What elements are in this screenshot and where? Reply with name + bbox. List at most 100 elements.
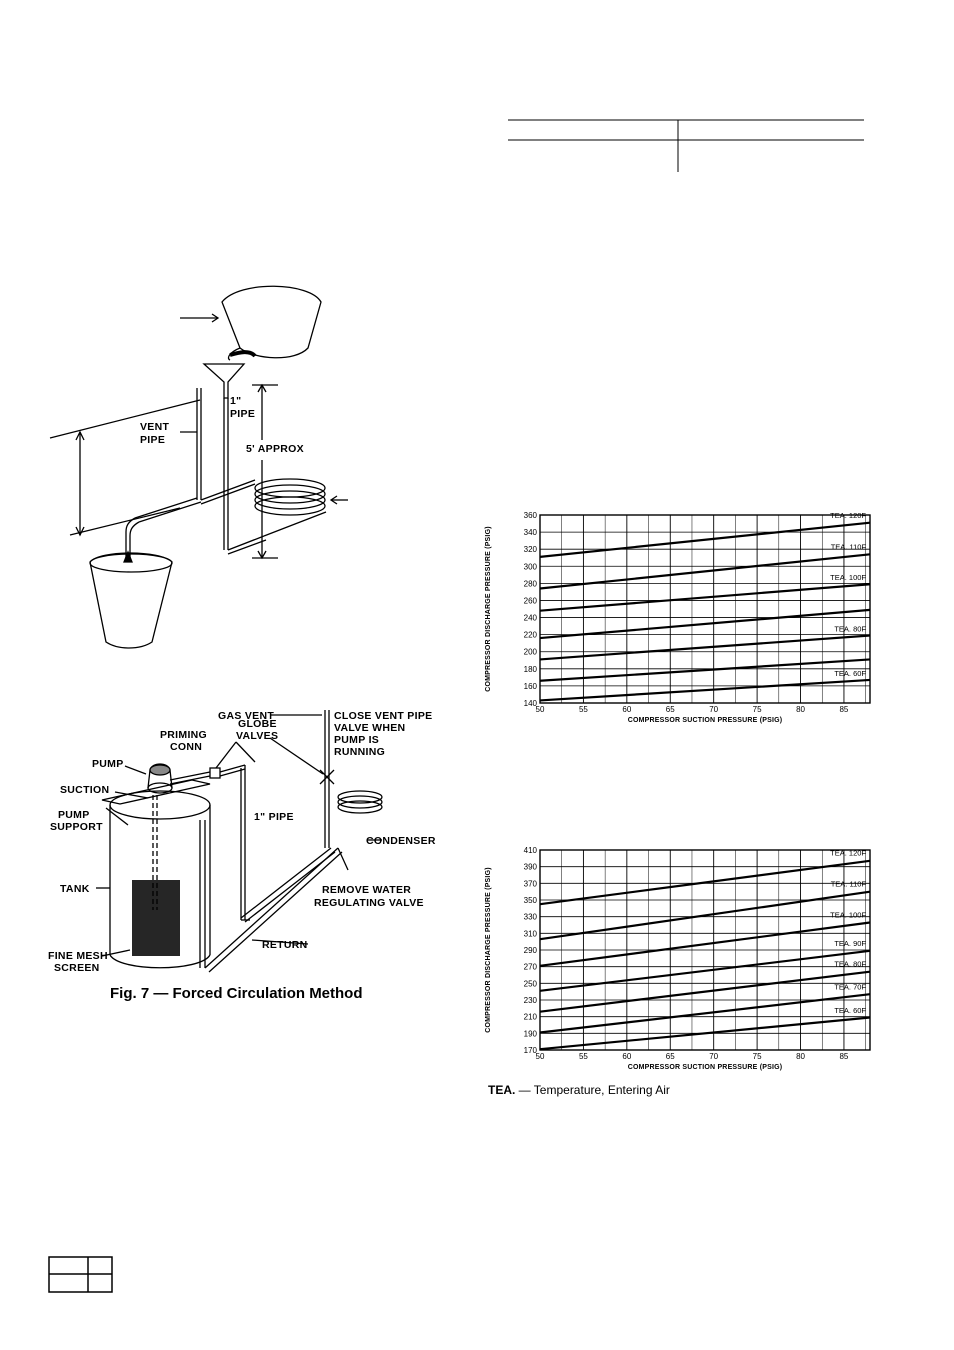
discharge-pressure-chart-2: 1701902102302502702903103303503703904105… <box>485 846 871 1071</box>
y-tick-label: 270 <box>524 963 538 972</box>
x-tick-label: 65 <box>666 705 675 714</box>
pump-label: PUMP <box>92 758 124 770</box>
y-tick-label: 310 <box>524 929 538 938</box>
series-line <box>539 658 871 682</box>
catch-bucket <box>89 552 173 649</box>
header-table <box>508 119 864 172</box>
y-tick-label: 280 <box>524 579 538 588</box>
series-line <box>539 678 871 702</box>
x-tick-label: 55 <box>579 705 588 714</box>
tea-legend-note: TEA. — Temperature, Entering Air <box>488 1083 670 1097</box>
return-label: RETURN <box>262 939 308 951</box>
y-tick-label: 410 <box>524 846 538 855</box>
series-line <box>539 921 871 967</box>
x-tick-label: 75 <box>753 1052 762 1061</box>
y-tick-label: 170 <box>524 1046 538 1055</box>
plot-frame <box>539 514 871 704</box>
fine-mesh-label-line2: SCREEN <box>54 962 100 974</box>
priming-conn-label-line2: CONN <box>170 741 202 753</box>
tank-label: TANK <box>60 883 90 895</box>
y-tick-label: 260 <box>524 596 538 605</box>
series-line <box>539 970 871 1013</box>
series-line <box>539 608 871 640</box>
series-line <box>539 890 871 941</box>
series-label: TEA. 60F <box>834 669 866 678</box>
five-ft-label: 5' APPROX <box>246 443 304 455</box>
series-line <box>539 859 871 906</box>
close-vent-label-line1: CLOSE VENT PIPE <box>334 710 432 722</box>
y-tick-label: 320 <box>524 545 538 554</box>
series-line <box>539 993 871 1034</box>
y-tick-label: 220 <box>524 631 538 640</box>
y-tick-label: 330 <box>524 913 538 922</box>
series-label: TEA. 100F <box>830 910 866 919</box>
condenser-label: CONDENSER <box>366 835 436 847</box>
priming-conn-label-line1: PRIMING <box>160 729 207 741</box>
pouring-bucket <box>221 285 322 359</box>
series-line <box>539 583 871 612</box>
close-vent-label-line2: VALVE WHEN <box>334 722 405 734</box>
vent-pipe-label-line2: PIPE <box>140 434 165 446</box>
series-label: TEA. 60F <box>834 1006 866 1015</box>
y-axis-label: COMPRESSOR DISCHARGE PRESSURE (PSIG) <box>485 867 492 1033</box>
remove-valve-label-line1: REMOVE WATER <box>322 884 411 896</box>
pump-support-label-line1: PUMP <box>58 809 90 821</box>
figure-caption: Fig. 7 — Forced Circulation Method <box>110 985 363 1002</box>
series-line <box>539 1016 871 1051</box>
y-tick-label: 290 <box>524 946 538 955</box>
x-tick-label: 70 <box>709 1052 718 1061</box>
series-line <box>539 521 871 558</box>
series-line <box>539 949 871 992</box>
y-tick-label: 180 <box>524 665 538 674</box>
series-label: TEA. 90F <box>834 939 866 948</box>
x-tick-label: 50 <box>536 1052 545 1061</box>
globe-valves-label-line2: VALVES <box>236 730 278 742</box>
y-tick-label: 210 <box>524 1013 538 1022</box>
series-label: TEA. 120F <box>830 511 866 520</box>
y-tick-label: 360 <box>524 511 538 520</box>
y-axis-label: COMPRESSOR DISCHARGE PRESSURE (PSIG) <box>485 526 492 692</box>
pipe-size-label-line1: 1" <box>230 395 241 407</box>
y-tick-label: 230 <box>524 996 538 1005</box>
x-tick-label: 85 <box>839 705 848 714</box>
page-number-box <box>48 1256 113 1293</box>
x-tick-label: 80 <box>796 705 805 714</box>
x-tick-label: 55 <box>579 1052 588 1061</box>
x-tick-label: 60 <box>622 1052 631 1061</box>
y-tick-label: 390 <box>524 863 538 872</box>
x-tick-label: 60 <box>622 705 631 714</box>
y-tick-label: 160 <box>524 682 538 691</box>
y-tick-label: 250 <box>524 979 538 988</box>
vent-pipe-label-line1: VENT <box>140 421 169 433</box>
y-tick-label: 140 <box>524 699 538 708</box>
x-tick-label: 85 <box>839 1052 848 1061</box>
y-tick-label: 200 <box>524 648 538 657</box>
series-label: TEA. 120F <box>830 849 866 858</box>
series-label: TEA. 80F <box>834 624 866 633</box>
x-axis-label: COMPRESSOR SUCTION PRESSURE (PSIG) <box>628 1064 783 1071</box>
y-tick-label: 240 <box>524 614 538 623</box>
x-axis-label: COMPRESSOR SUCTION PRESSURE (PSIG) <box>628 717 783 724</box>
series-label: TEA. 80F <box>834 960 866 969</box>
series-label: TEA. 110F <box>831 543 867 552</box>
x-tick-label: 80 <box>796 1052 805 1061</box>
series-line <box>539 634 871 661</box>
tea-abbreviation: TEA. <box>488 1083 516 1097</box>
globe-valves-label-line1: GLOBE <box>238 718 277 730</box>
forced-circulation-diagram: GAS VENT CLOSE VENT PIPE VALVE WHEN PUMP… <box>48 710 436 1002</box>
series-line <box>539 553 871 590</box>
tea-definition: — Temperature, Entering Air <box>515 1083 670 1097</box>
y-tick-label: 370 <box>524 879 538 888</box>
gas-vent-label: GAS VENT <box>218 710 274 722</box>
y-tick-label: 350 <box>524 896 538 905</box>
funnel <box>202 363 246 399</box>
priming-diagram: VENT PIPE 1" PIPE 5' APPROX <box>49 285 348 649</box>
series-label: TEA. 110F <box>831 879 867 888</box>
pump-support-plank <box>101 779 211 805</box>
pump-support-label-line2: SUPPORT <box>50 821 103 833</box>
remove-valve-label-line2: REGULATING VALVE <box>314 897 424 909</box>
series-label: TEA. 100F <box>830 573 866 582</box>
x-tick-label: 70 <box>709 705 718 714</box>
suction-label: SUCTION <box>60 784 109 796</box>
